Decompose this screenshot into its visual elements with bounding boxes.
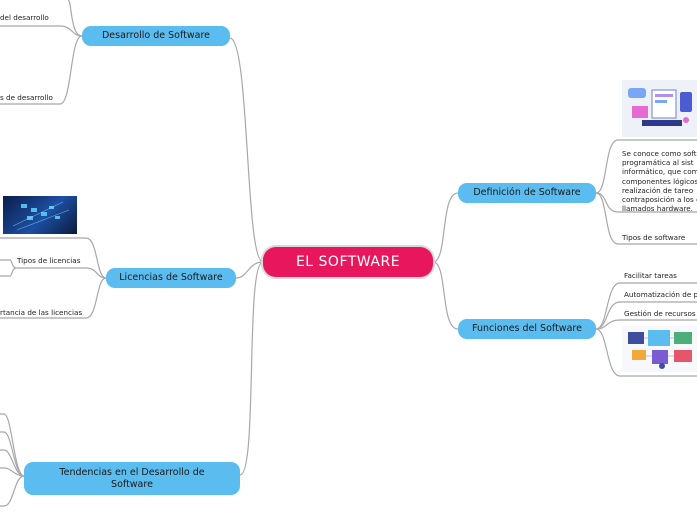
subtopic-del-desarrollo[interactable]: del desarrollo	[0, 13, 49, 22]
topic-label: Desarrollo de Software	[101, 30, 211, 41]
subtopic-etapas-de-desarrollo[interactable]: s de desarrollo	[0, 93, 53, 102]
topic-label: Tendencias en el Desarrollo de Software	[59, 466, 205, 490]
central-topic-label: EL SOFTWARE	[295, 254, 401, 270]
topic-label: Definición de Software	[473, 187, 581, 198]
topic-funciones-del-software[interactable]: Funciones del Software	[458, 319, 596, 339]
subtopic-facilitar-tareas[interactable]: Facilitar tareas	[624, 271, 677, 280]
subtopic-importancia-licencias[interactable]: rtancia de las licencias	[0, 308, 83, 317]
definicion-description[interactable]: Se conoce como softw o programática al s…	[622, 149, 697, 214]
topic-label: Licencias de Software	[119, 272, 223, 283]
topic-definicion-de-software[interactable]: Definición de Software	[458, 183, 596, 203]
topic-label: Funciones del Software	[472, 323, 582, 334]
topic-tendencias-desarrollo[interactable]: Tendencias en el Desarrollo de Software	[24, 462, 240, 495]
topic-desarrollo-de-software[interactable]: Desarrollo de Software	[82, 26, 230, 46]
software-functions-illustration	[622, 326, 697, 372]
subtopic-gestion-de-recursos[interactable]: Gestión de recursos	[624, 309, 696, 318]
topic-licencias-de-software[interactable]: Licencias de Software	[106, 268, 236, 288]
digital-network-image	[3, 196, 77, 234]
subtopic-tipos-de-licencias[interactable]: Tipos de licencias	[17, 256, 81, 265]
software-devices-illustration	[622, 80, 697, 137]
central-topic[interactable]: EL SOFTWARE	[263, 247, 433, 277]
subtopic-tipos-de-software[interactable]: Tipos de software	[622, 233, 686, 242]
subtopic-automatizacion[interactable]: Automatización de p	[624, 290, 697, 299]
